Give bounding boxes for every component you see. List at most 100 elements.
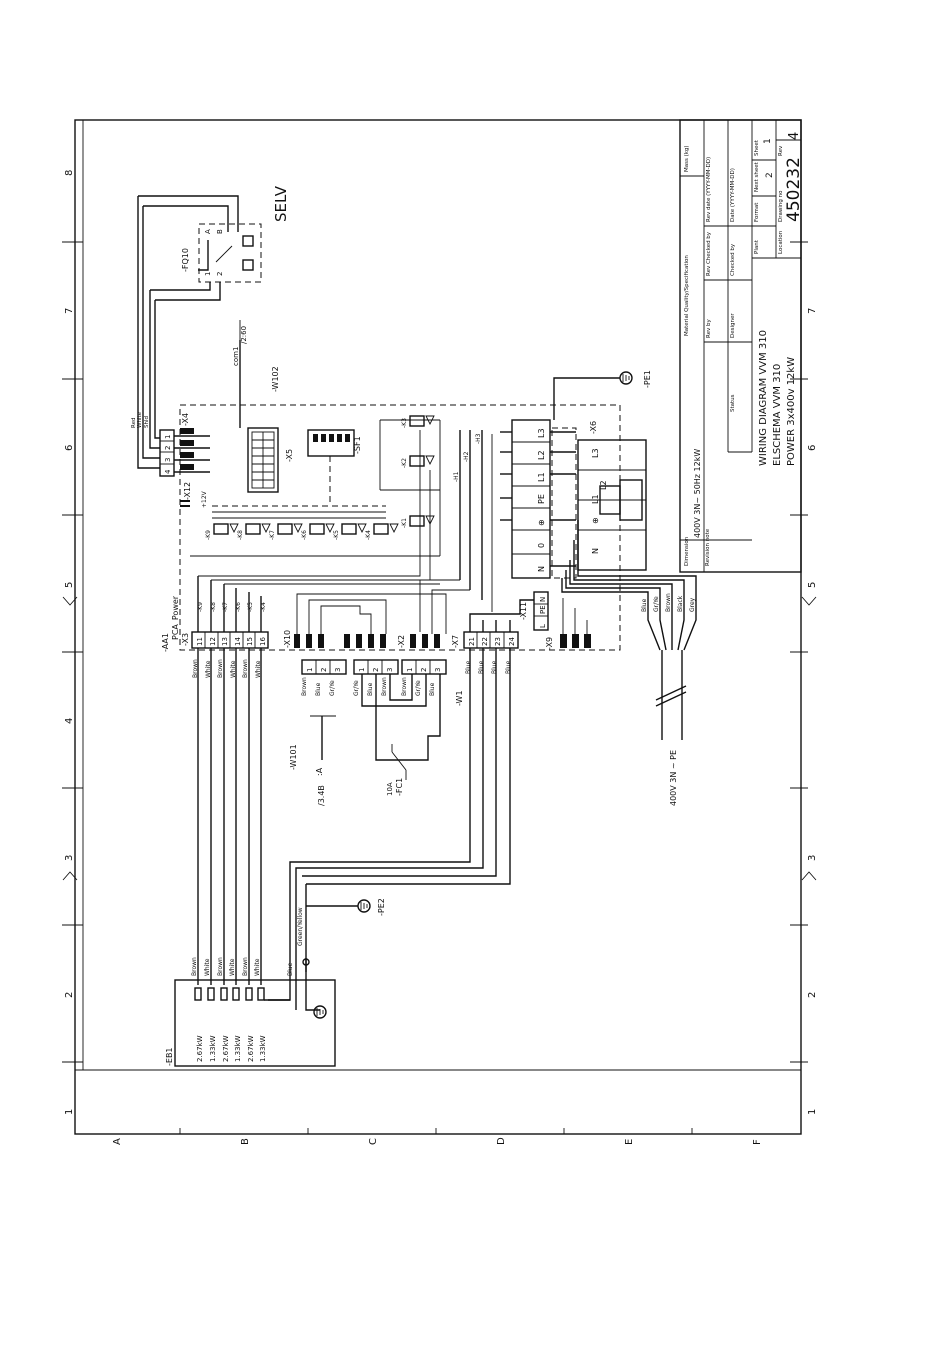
x4-label: -X4 — [181, 413, 190, 426]
relay-k3: -K3 — [401, 418, 408, 428]
fq10-pin-2: 2 — [216, 272, 224, 276]
x8-wire-color: Brown — [381, 677, 388, 696]
next-sheet-value: 2 — [765, 172, 775, 178]
x3-wire-color: White — [205, 660, 212, 678]
title-elschema: ELSCHEMA VVM 310 — [772, 364, 783, 466]
eb1-wire-color: White — [204, 958, 211, 976]
x6-contactor: L3 L2 L1 ⊕ N -X6 — [550, 421, 647, 579]
rev-date-label: Rev date (YYYY-MM-DD) — [706, 157, 712, 222]
mass-label: Mass (kg) — [684, 145, 690, 172]
x7-pin: 23 — [494, 637, 502, 646]
x2-wire-color: Brown — [401, 677, 408, 696]
eb1-rating: 2.67kW — [247, 1035, 255, 1062]
x10-x8-x2-terminals: -X10 -X8 -X2 1 2 3 1 2 3 1 2 3 Brown Blu… — [283, 593, 464, 806]
terminal-0: 0 — [537, 543, 546, 548]
column-letters: A B C D E F — [112, 1137, 763, 1145]
x3-wire-color: Brown — [217, 659, 224, 678]
cable-wire-label: Brown — [665, 593, 672, 612]
w101-ref: :A — [315, 767, 324, 776]
terminal-pe: PE — [537, 494, 546, 504]
fq10-pin-a: A — [204, 229, 212, 234]
row-number: 6 — [64, 445, 75, 451]
column-letter: B — [240, 1138, 251, 1145]
relay-label: -K7 — [269, 530, 276, 540]
x12-pin: 3 — [164, 458, 172, 462]
x3-wire-color: Brown — [192, 659, 199, 678]
x12-pin: 2 — [164, 446, 172, 450]
title-wiring-diagram: WIRING DIAGRAM VVM 310 — [758, 330, 769, 466]
eb1-wire-color: Brown — [191, 957, 198, 976]
drawing-frame — [62, 119, 817, 1135]
fq10-pin-b: B — [216, 229, 224, 234]
plant-label: Plant — [754, 239, 760, 254]
fq10-label: -FQ10 — [181, 248, 190, 272]
x12-pin: 1 — [164, 435, 172, 439]
x3-wire-color: White — [230, 660, 237, 678]
supply-label: 400V 3N ~ PE — [669, 750, 678, 806]
x2-wire-color: Blue — [429, 682, 436, 696]
revision-note-label: Revision note — [705, 528, 711, 566]
rev-checked-label: Rev Checked by — [706, 231, 712, 276]
top-relays: -K3 -K2 — [379, 415, 440, 491]
pca-power-label: PCA_Power — [171, 595, 180, 640]
pe1-earth: -PE1 — [553, 370, 652, 420]
heater-contactor-wires: -H1 -H2 -H3 — [453, 430, 493, 612]
x3-relay-label: -K6 — [235, 602, 242, 612]
x10-label: -X10 — [283, 630, 292, 648]
row-number: 2 — [807, 992, 818, 998]
x3-wire-color: Brown — [242, 659, 249, 678]
pe2-label: -PE2 — [377, 898, 386, 916]
aa1-label: -AA1 — [161, 633, 170, 652]
sheet-label: Sheet — [754, 139, 760, 156]
location-label: Location — [778, 230, 784, 254]
cable-wire-label: Black — [677, 595, 684, 612]
checked-by-label: Checked by — [730, 243, 736, 276]
relay-label: -K4 — [365, 530, 372, 540]
x3-label: -X3 — [181, 633, 190, 646]
x3-relay-label: -K7 — [222, 602, 229, 612]
x6-l1: L1 — [591, 494, 600, 504]
row-number: 4 — [64, 718, 75, 724]
fq10-wiring: Red White Shld -X4 — [131, 196, 221, 469]
x7-terminal: -X7 21 22 23 24 Blue Blue Blue Blue — [268, 579, 534, 1010]
x3-to-eb1-wires — [197, 648, 262, 985]
eb1-label: -EB1 — [165, 1047, 174, 1066]
x10-pin: 2 — [320, 668, 328, 672]
x6-l2: L2 — [599, 480, 608, 490]
x10-pin: 1 — [306, 668, 314, 672]
x11-terminal: L PE N -X11 — [519, 591, 549, 631]
x3-relay-label: -K8 — [210, 602, 217, 612]
eb1-wire-color: White — [229, 958, 236, 976]
ref-2-60: /2:60 — [240, 326, 248, 344]
column-letter: F — [752, 1139, 763, 1145]
x3-pin: 13 — [221, 637, 229, 646]
row-number: 5 — [64, 582, 75, 588]
row-number: 3 — [807, 855, 818, 861]
x4-wire-red: Red — [131, 418, 137, 428]
designer-label: Designer — [730, 313, 736, 338]
x10-wire-color: Blue — [315, 682, 322, 696]
eb1-wire-color: Green/Yellow — [297, 907, 304, 946]
relay-labels: -K9 -K8 -K7 -K6 -K5 -K4 -K1 — [205, 518, 408, 540]
terminal-earth: ⊕ — [537, 519, 546, 526]
x7-label: -X7 — [451, 635, 460, 648]
format-label: Format — [754, 202, 760, 222]
x6-l3: L3 — [591, 448, 600, 458]
x12-terminal: 4 3 2 1 -X12 — [159, 428, 210, 507]
terminal-l2: L2 — [537, 450, 546, 460]
x12-label: -X12 — [183, 482, 192, 500]
x2-wire-color: Gr/Ye — [415, 680, 422, 696]
x8-wire-color: Gr/Ye — [353, 680, 360, 696]
w101-label: -W101 — [289, 744, 298, 770]
x11-pin: N — [539, 597, 547, 602]
eb1-rating: 1.33kW — [209, 1035, 217, 1062]
h-label: -H3 — [475, 433, 482, 444]
x5-label: -X5 — [285, 449, 294, 462]
x3-relay-label: -K4 — [260, 602, 267, 612]
row-number: 2 — [64, 992, 75, 998]
dimension-value: 400V 3N~ 50Hz 12kW — [693, 449, 702, 538]
pe1-label: -PE1 — [643, 370, 652, 388]
column-letter: A — [112, 1138, 123, 1145]
x2-label: -X2 — [397, 635, 406, 648]
